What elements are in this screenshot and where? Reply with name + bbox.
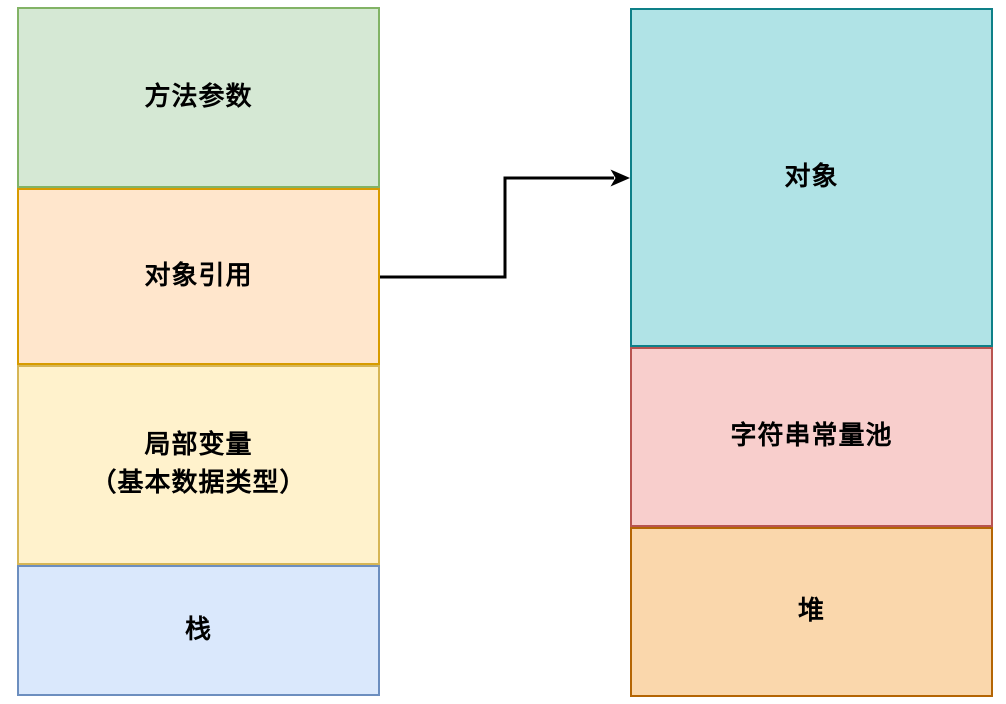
box-stack: 栈 bbox=[17, 565, 380, 696]
box-object-label: 对象 bbox=[784, 161, 839, 192]
box-object: 对象 bbox=[630, 8, 993, 347]
box-object-reference: 对象引用 bbox=[17, 188, 380, 365]
box-method-params-label: 方法参数 bbox=[144, 81, 253, 112]
box-heap: 堆 bbox=[630, 527, 993, 697]
box-stack-label: 栈 bbox=[184, 614, 212, 645]
box-object-reference-label: 对象引用 bbox=[144, 260, 253, 291]
box-local-variables-label: 局部变量 （基本数据类型） bbox=[90, 430, 307, 498]
reference-arrow-head bbox=[610, 169, 630, 187]
reference-arrow-line bbox=[380, 176, 614, 279]
box-heap-label: 堆 bbox=[797, 596, 825, 627]
box-string-constant-pool-label: 字符串常量池 bbox=[730, 421, 893, 452]
box-method-params: 方法参数 bbox=[17, 7, 380, 188]
box-string-constant-pool: 字符串常量池 bbox=[630, 347, 993, 527]
box-local-variables: 局部变量 （基本数据类型） bbox=[17, 365, 380, 565]
